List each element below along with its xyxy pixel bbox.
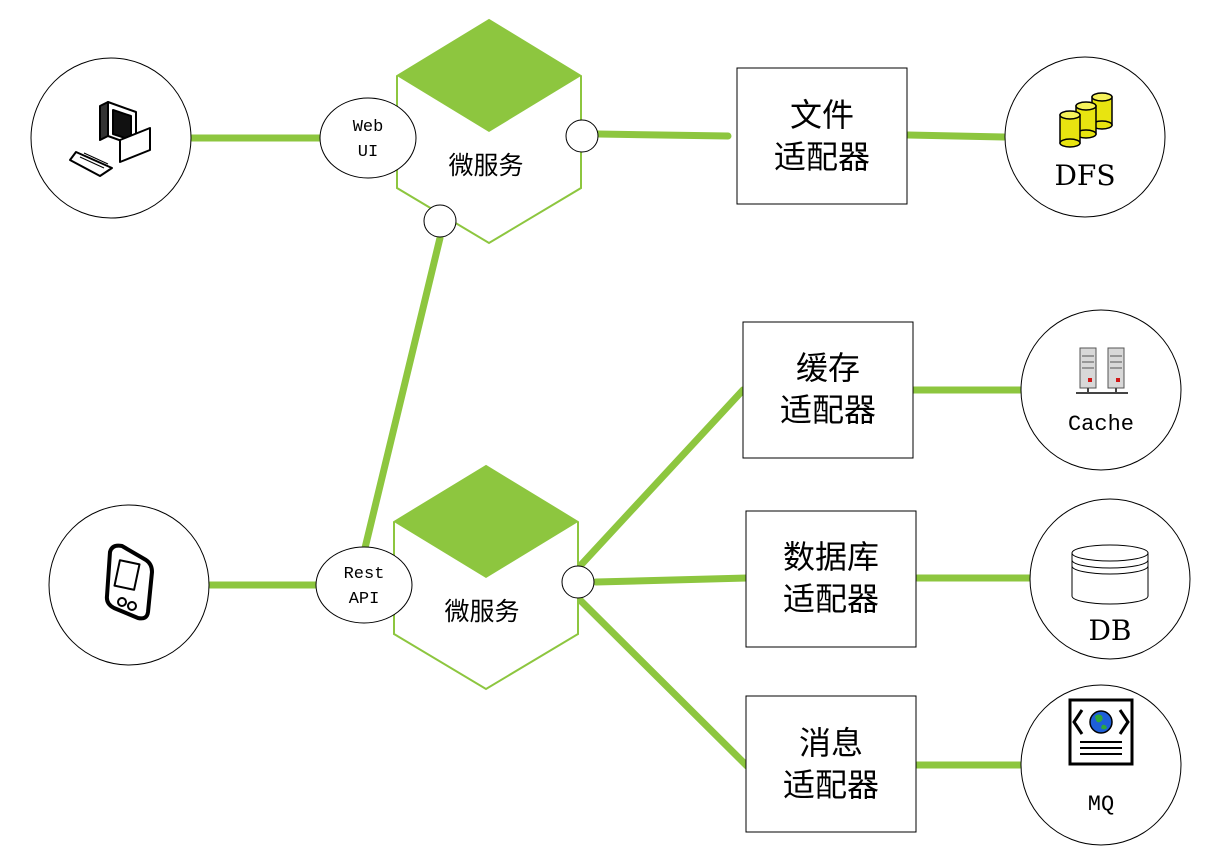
mobile-phone-icon — [104, 543, 154, 621]
port-circle-service1-right[interactable] — [565, 119, 599, 153]
backend-dfs[interactable]: DFS — [1004, 56, 1166, 218]
hexagon-top-fill — [394, 466, 578, 578]
connectors — [186, 130, 1035, 770]
backend-mq[interactable]: MQ — [1020, 684, 1182, 846]
backend-label: MQ — [1088, 792, 1114, 817]
adapter-label-line-2: 适配器 — [783, 766, 879, 804]
port-label-line-1: Rest — [344, 565, 385, 584]
client-desktop[interactable] — [30, 57, 192, 219]
backend-label: Cache — [1068, 412, 1134, 437]
storage-cylinders-icon — [1059, 92, 1113, 148]
backend-label: DB — [1088, 614, 1131, 647]
hexagon-top-fill — [397, 20, 581, 132]
port-circle-service2-right[interactable] — [561, 565, 595, 599]
client-mobile[interactable] — [48, 504, 210, 666]
port-rest-api[interactable]: Rest API — [315, 546, 413, 624]
port-label-line-2: UI — [358, 143, 378, 162]
desktop-computer-icon — [69, 101, 151, 177]
web-document-icon — [1068, 698, 1134, 766]
backend-cache[interactable]: Cache — [1020, 309, 1182, 471]
adapter-cache[interactable]: 缓存 适配器 — [742, 321, 914, 459]
service-label: 微服务 — [448, 151, 523, 180]
server-rack-icon — [1076, 347, 1128, 394]
connector-service2-mq-adapter — [576, 596, 751, 770]
adapter-label-line-2: 适配器 — [783, 580, 879, 618]
port-web-ui[interactable]: Web UI — [319, 97, 417, 179]
connector-service1-file-adapter — [594, 130, 732, 140]
adapter-message[interactable]: 消息 适配器 — [745, 695, 917, 833]
connector-service2-cache-adapter — [576, 386, 747, 570]
port-label-line-1: Web — [353, 118, 384, 137]
adapter-file[interactable]: 文件 适配器 — [736, 67, 908, 205]
adapter-label-line-1: 文件 — [790, 96, 854, 134]
connector-service1-restapi — [361, 234, 444, 552]
port-circle-service1-bottom[interactable] — [423, 204, 457, 238]
microservice-1[interactable]: 微服务 — [396, 18, 582, 245]
adapter-label-line-1: 缓存 — [796, 349, 860, 387]
database-icon — [1071, 544, 1149, 605]
adapter-database[interactable]: 数据库 适配器 — [745, 510, 917, 648]
port-label-line-2: API — [349, 590, 380, 609]
backend-db[interactable]: DB — [1029, 498, 1191, 660]
adapter-label-line-2: 适配器 — [774, 138, 870, 176]
service-label: 微服务 — [444, 597, 519, 626]
connector-service2-db-adapter — [592, 574, 751, 586]
adapter-label-line-2: 适配器 — [780, 391, 876, 429]
connector-file-adapter-dfs — [904, 131, 1008, 141]
microservice-2[interactable]: 微服务 — [393, 464, 579, 691]
adapter-label-line-1: 数据库 — [783, 538, 879, 576]
backend-label: DFS — [1054, 159, 1115, 192]
adapter-label-line-1: 消息 — [799, 724, 863, 762]
